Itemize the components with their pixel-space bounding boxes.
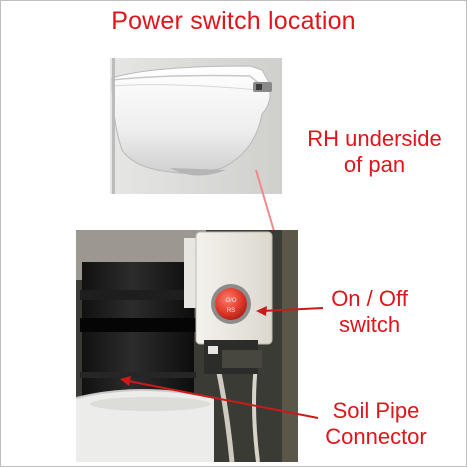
switch-button-text-top: O/O: [225, 298, 236, 304]
switch-photo: [75, 230, 298, 463]
switch-label: On / Off switch: [312, 286, 427, 338]
soil-pipe-label-line2: Connector: [325, 424, 427, 449]
soil-pipe-arrow: [120, 376, 319, 419]
pointer-line: [255, 169, 275, 232]
underside-label: RH underside of pan: [282, 126, 467, 178]
power-switch-button: [215, 288, 247, 320]
switch-label-line2: switch: [338, 312, 401, 337]
switch-label-line1: On / Off: [331, 286, 408, 311]
soil-pipe-label: Soil Pipe Connector: [306, 398, 446, 450]
page-title: Power switch location: [111, 7, 356, 35]
underside-label-line2: of pan: [343, 152, 406, 177]
switch-arrow: [256, 306, 324, 316]
underside-label-line1: RH underside: [307, 126, 442, 151]
toilet-pan-photo: [110, 58, 282, 194]
soil-pipe-label-line1: Soil Pipe: [332, 398, 420, 423]
switch-button-text-bottom: RS: [227, 308, 235, 314]
